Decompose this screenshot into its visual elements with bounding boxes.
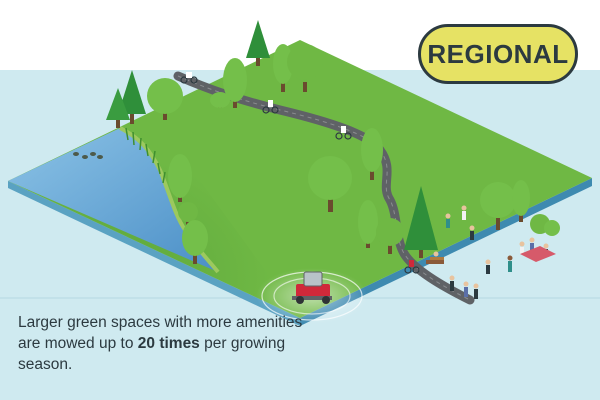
person xyxy=(519,241,525,254)
person xyxy=(463,281,469,297)
round-tree xyxy=(287,44,323,92)
ground-side-left xyxy=(8,181,300,326)
round-tree xyxy=(358,200,378,248)
cyclist xyxy=(335,126,352,140)
round-tree xyxy=(182,220,208,264)
lawn-mower xyxy=(292,271,332,304)
path-centerline xyxy=(177,75,471,301)
round-tree xyxy=(512,180,530,222)
person xyxy=(445,213,451,228)
badge-label: REGIONAL xyxy=(427,38,569,69)
cyclist xyxy=(180,72,198,84)
pine-tree xyxy=(118,70,146,124)
round-tree xyxy=(223,58,247,108)
round-tree xyxy=(273,44,293,92)
pine-tree xyxy=(246,20,270,66)
bench xyxy=(426,260,444,264)
round-tree xyxy=(376,218,404,254)
person xyxy=(485,259,491,274)
person xyxy=(469,225,475,240)
reeds xyxy=(125,127,166,184)
bush xyxy=(530,214,560,236)
person xyxy=(449,275,455,291)
person xyxy=(473,283,479,299)
caption-text-before: Larger green spaces with more amenities … xyxy=(18,314,303,352)
lake-shore xyxy=(119,126,220,274)
cyclist xyxy=(404,260,420,274)
round-tree xyxy=(308,156,352,212)
round-tree xyxy=(147,78,183,120)
person xyxy=(461,205,467,220)
caption: Larger green spaces with more amenities … xyxy=(18,312,318,375)
round-tree xyxy=(168,154,192,202)
pine-tree xyxy=(404,186,438,258)
person xyxy=(507,255,513,272)
regional-badge: REGIONAL xyxy=(418,24,578,84)
pine-tree xyxy=(106,88,130,128)
lake xyxy=(8,128,218,272)
ducks xyxy=(73,152,103,159)
picnic-blanket xyxy=(520,246,556,262)
person xyxy=(529,237,535,250)
cyclist xyxy=(262,100,279,114)
round-tree xyxy=(480,182,516,230)
caption-text-after: per growing season. xyxy=(18,335,286,373)
round-tree xyxy=(361,128,383,180)
trees xyxy=(106,20,560,264)
round-tree xyxy=(210,92,230,108)
caption-emphasis: 20 times xyxy=(137,335,200,352)
